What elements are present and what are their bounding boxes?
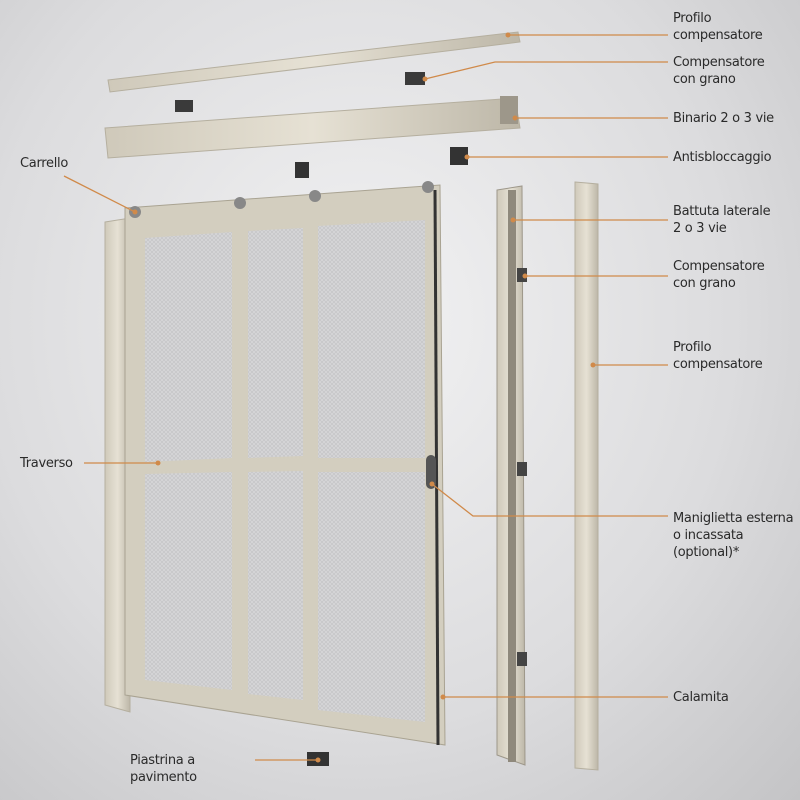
- anti-lift-block: [295, 162, 309, 178]
- compensator-block: [175, 100, 193, 112]
- leader-lines: [63, 34, 668, 761]
- label-maniglietta: Maniglietta esterna o incassata (optiona…: [673, 511, 794, 560]
- label-profilo-compensatore-side: Profilo compensatore: [673, 340, 763, 372]
- anti-lift-block: [450, 147, 468, 165]
- label-compensatore-grano-side: Compensatore con grano: [673, 259, 765, 291]
- label-binario: Binario 2 o 3 vie: [673, 111, 774, 126]
- top-compensator-profile: [107, 31, 521, 93]
- rail: [104, 97, 521, 159]
- left-jamb: [104, 217, 131, 713]
- label-carrello: Carrello: [20, 156, 68, 171]
- label-piastrina: Piastrina a pavimento: [130, 753, 197, 785]
- label-compensatore-grano-top: Compensatore con grano: [673, 55, 765, 87]
- label-calamita: Calamita: [673, 690, 729, 705]
- label-traverso: Traverso: [20, 456, 73, 471]
- handle: [426, 455, 436, 489]
- label-profilo-compensatore-top: Profilo compensatore: [673, 11, 763, 43]
- label-antisbloccaggio: Antisbloccaggio: [673, 150, 772, 165]
- compensator-block: [405, 72, 425, 85]
- label-battuta-laterale: Battuta laterale 2 o 3 vie: [673, 204, 771, 236]
- side-compensator-profile: [574, 181, 599, 771]
